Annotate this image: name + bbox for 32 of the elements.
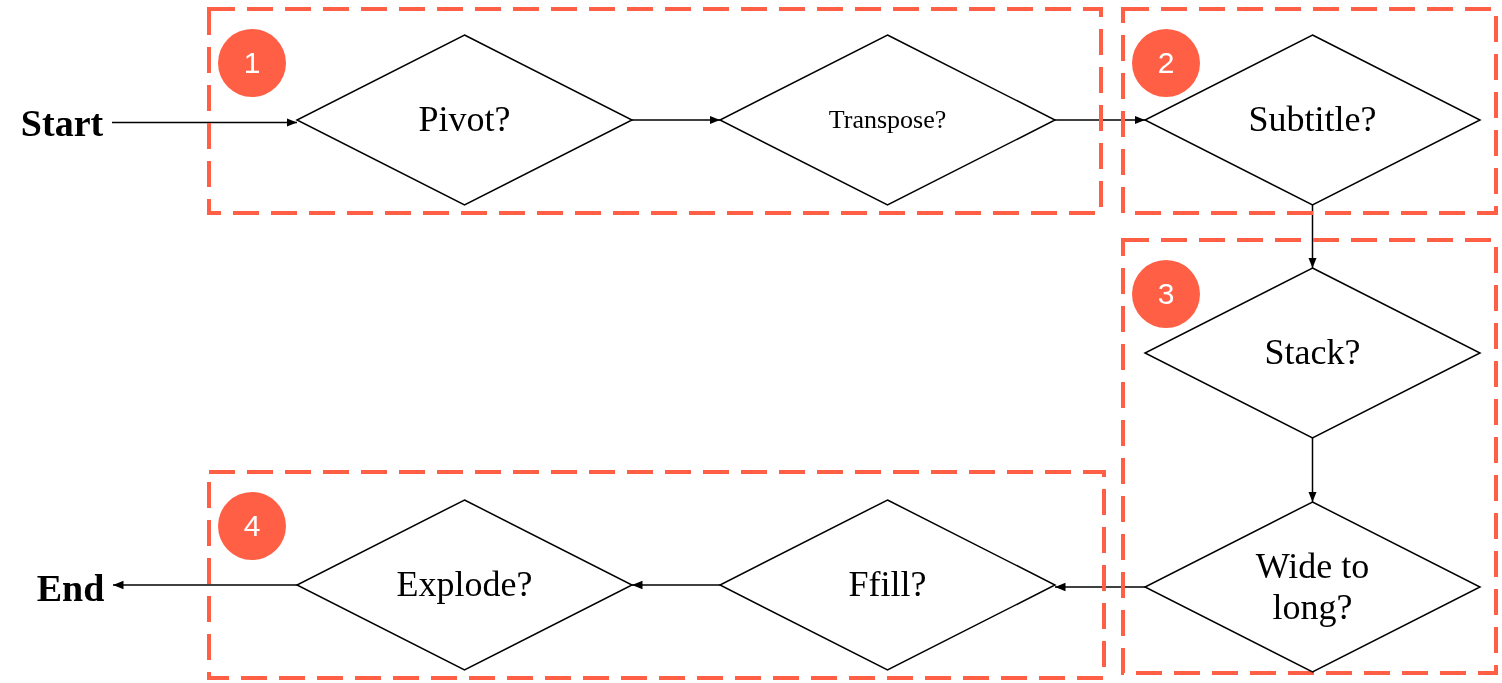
arrow [631,115,721,125]
arrow [631,580,721,590]
dashed-group [207,7,1103,215]
decision-diamond [720,500,1055,670]
decision-label: Wide to long? [1254,545,1371,629]
dashed-group [1121,7,1498,215]
decision-diamond [1145,502,1480,672]
decision-label: Ffill? [847,564,928,606]
arrow [111,118,298,127]
decision-label: Explode? [395,564,534,606]
arrow [112,580,298,590]
arrow [1308,204,1317,269]
decision-label: Pivot? [417,99,512,141]
dashed-group [1121,238,1498,675]
step-number: 2 [1132,29,1200,97]
terminal-label: Start [12,100,112,145]
decision-diamond [1145,35,1480,205]
step-number: 1 [218,29,286,97]
decision-label: Stack? [1263,332,1362,374]
decision-diamond [1145,268,1480,438]
decision-label: Subtitle? [1247,99,1378,141]
decision-diamond [720,35,1055,205]
decision-label: Transpose? [827,105,948,135]
arrow [1054,115,1146,125]
step-number: 4 [218,492,286,560]
arrow [1308,437,1317,503]
arrow [1054,582,1146,592]
decision-diamond [297,500,632,670]
terminal-label: End [28,565,113,610]
dashed-group [207,470,1106,680]
decision-diamond [297,35,632,205]
step-number: 3 [1132,260,1200,328]
